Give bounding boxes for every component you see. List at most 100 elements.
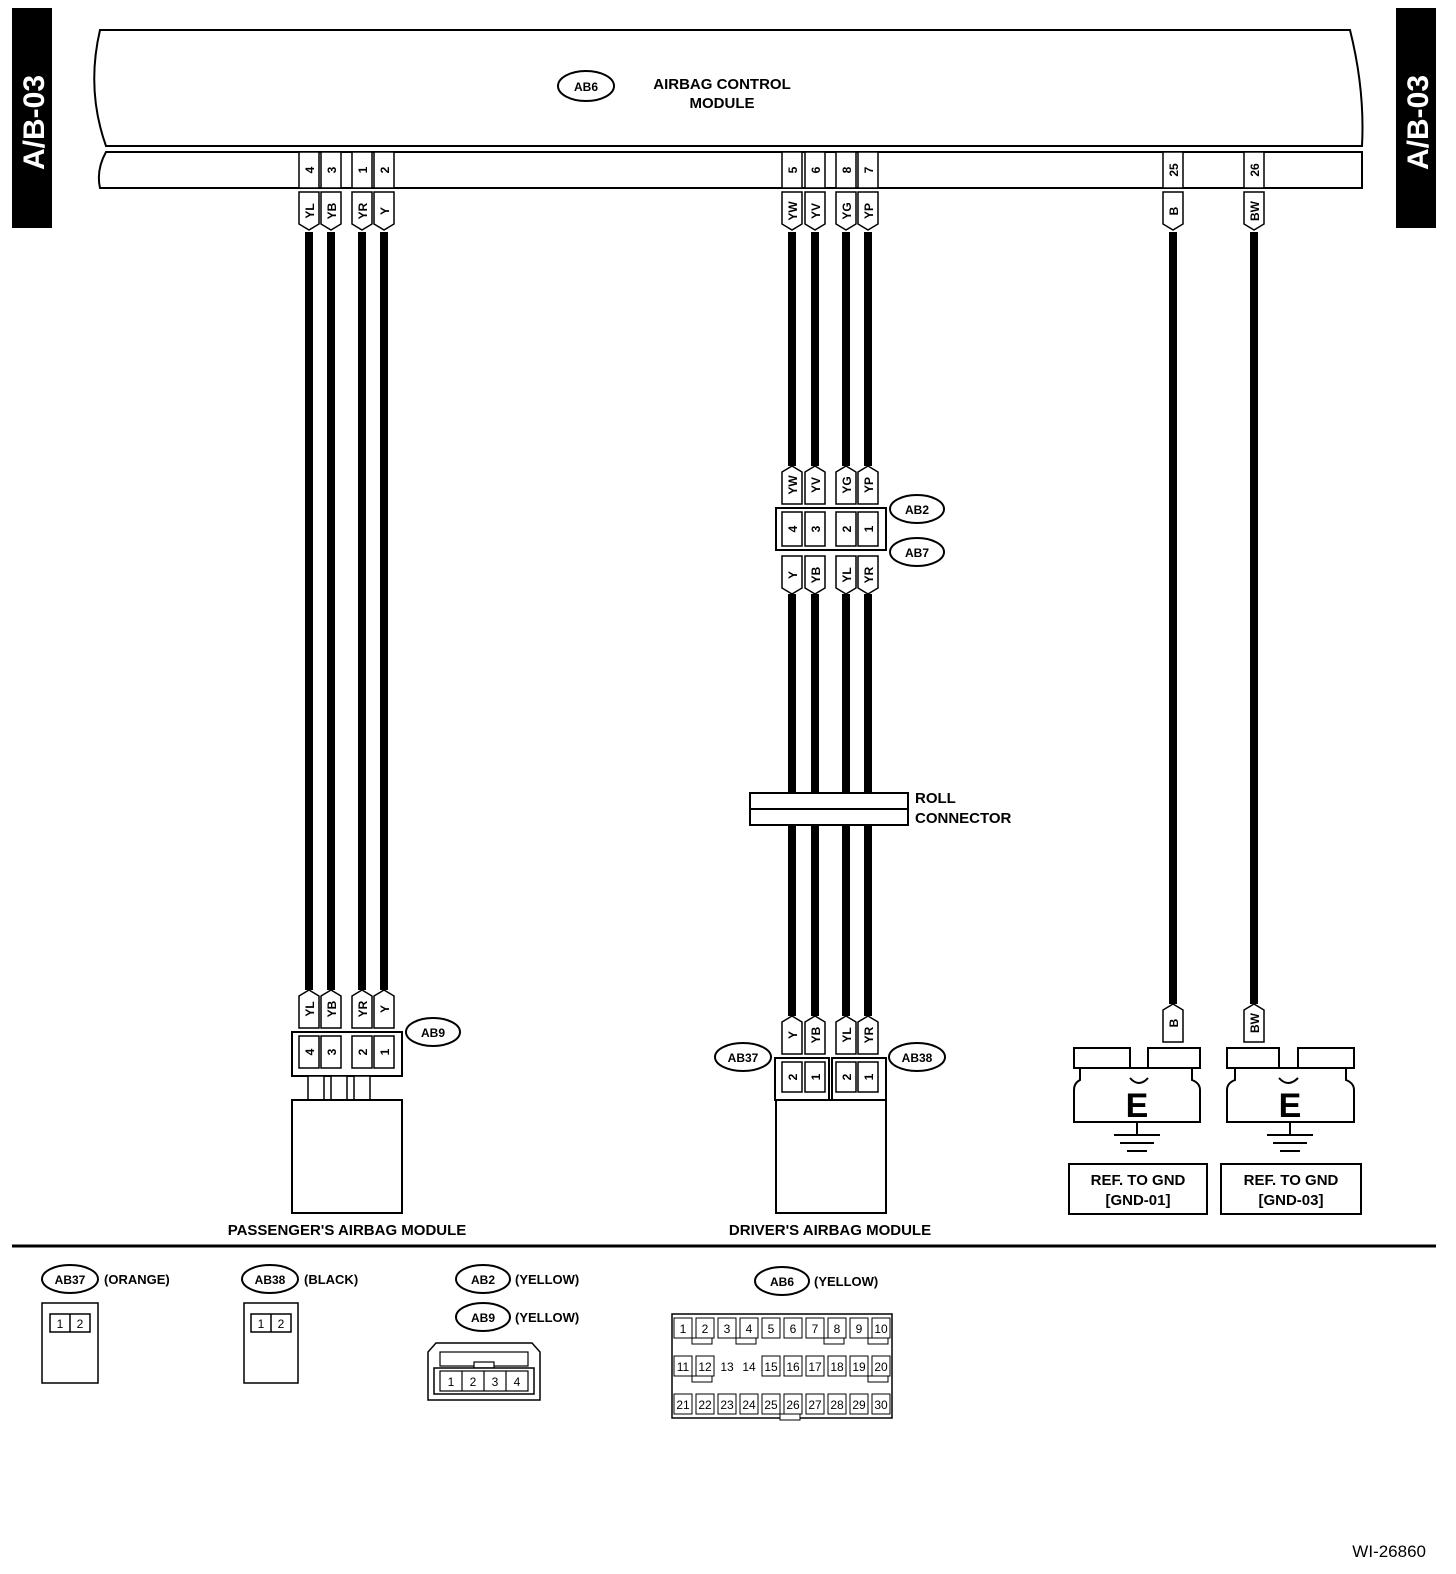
wire-color-label: Y — [786, 1031, 800, 1039]
control-module-pin-label: 5 — [786, 166, 800, 173]
legend-ab6-pin: 11 — [677, 1360, 690, 1374]
wire-color-label: YB — [325, 202, 339, 219]
wire-color-label: YR — [356, 202, 370, 219]
legend-ab37-color: (ORANGE) — [104, 1272, 170, 1287]
ground-gnd01-ref: REF. TO GND — [1091, 1172, 1186, 1189]
wire-color-label: YP — [862, 477, 876, 493]
connector-pin-number: 3 — [325, 1048, 339, 1055]
wire-color-label: YB — [325, 1000, 339, 1017]
legend-ab6-pin: 17 — [808, 1360, 822, 1374]
legend-ab6-pin: 5 — [768, 1322, 775, 1336]
connector-pin-number: 2 — [356, 1048, 370, 1055]
mid-connector-upper-id: AB2 — [905, 503, 929, 517]
wire-color-label: B — [1167, 206, 1181, 215]
wire-color-tag: YV — [804, 465, 826, 505]
wire-color-tag: YL — [298, 191, 320, 231]
wire-harness — [305, 232, 1258, 1016]
wire-color-label: YP — [862, 203, 876, 219]
legend-ab6-pin: 28 — [830, 1398, 844, 1412]
legend-ab37-id: AB37 — [55, 1273, 86, 1287]
connector-pin-number: 4 — [303, 1048, 317, 1055]
legend-ab2-color: (YELLOW) — [515, 1272, 579, 1287]
side-tab-right-label: A/B-03 — [1402, 75, 1435, 170]
legend-ab6-id: AB6 — [770, 1275, 794, 1289]
legend-ab9-pin1: 1 — [448, 1375, 455, 1389]
wire-color-tag: Y — [373, 989, 395, 1029]
connector-pin-number: 1 — [809, 1073, 823, 1080]
legend-ab6-pin: 23 — [720, 1398, 734, 1412]
legend-ab37-pin1: 1 — [57, 1317, 64, 1331]
connector-pin-number: 2 — [786, 1073, 800, 1080]
roll-connector: ROLL CONNECTOR — [749, 790, 1012, 827]
legend-ab6-color: (YELLOW) — [814, 1274, 878, 1289]
ground-gnd03-id: [GND-03] — [1258, 1192, 1323, 1209]
wire-color-label: Y — [378, 1005, 392, 1013]
wire-color-label: YV — [809, 477, 823, 493]
wire-color-tag: YB — [320, 989, 342, 1029]
wire-color-label: YL — [840, 1027, 854, 1042]
wire-color-tag: YG — [835, 191, 857, 231]
ground-terminal-gnd01: E REF. TO GND [GND-01] — [1068, 1047, 1208, 1215]
legend-ab6-pin: 15 — [764, 1360, 778, 1374]
wire-color-tag: BW — [1243, 1003, 1265, 1043]
control-module-pin-label: 7 — [862, 166, 876, 173]
wire-color-label: BW — [1248, 200, 1262, 221]
control-module-pin-label: 6 — [809, 166, 823, 173]
wire-color-label: YL — [840, 567, 854, 582]
legend-ab9-pin4: 4 — [514, 1375, 521, 1389]
wire-color-tag: Y — [781, 1015, 803, 1055]
legend-ab6-pin: 27 — [808, 1398, 822, 1412]
wire-color-tag: YP — [857, 465, 879, 505]
legend-ab6-pin: 30 — [874, 1398, 888, 1412]
wire-color-tag: YB — [804, 555, 826, 595]
legend-ab6-pin: 18 — [830, 1360, 844, 1374]
connector-pin-number: 2 — [840, 525, 854, 532]
wire-color-tag: B — [1162, 191, 1184, 231]
wire-color-tag: YP — [857, 191, 879, 231]
legend-ab9-color: (YELLOW) — [515, 1310, 579, 1325]
connector-pin-number: 1 — [862, 1073, 876, 1080]
legend-ab38-pin2: 2 — [278, 1317, 285, 1331]
wire-color-label: Y — [378, 207, 392, 215]
legend-ab2-ab9: AB2 (YELLOW) AB9 (YELLOW) 1 2 3 4 — [427, 1264, 579, 1401]
wire-color-tag: YG — [835, 465, 857, 505]
wire-color-tag: YB — [804, 1015, 826, 1055]
ground-gnd01-letter: E — [1126, 1087, 1149, 1125]
legend-ab6-pin: 29 — [852, 1398, 866, 1412]
legend-ab9-id: AB9 — [471, 1311, 495, 1325]
side-tab-right: A/B-03 — [1396, 8, 1436, 228]
wire-color-label: YW — [786, 475, 800, 495]
wire-color-label: YB — [809, 1026, 823, 1043]
connector-pin-number: 1 — [862, 525, 876, 532]
control-module-pin-label: 3 — [325, 166, 339, 173]
legend-ab38-id: AB38 — [255, 1273, 286, 1287]
wire-color-label: Y — [786, 571, 800, 579]
wire-color-tag: YR — [351, 191, 373, 231]
legend-ab6-pin: 14 — [742, 1360, 756, 1374]
ground-gnd01-id: [GND-01] — [1105, 1192, 1170, 1209]
legend-ab6-pin: 12 — [698, 1360, 712, 1374]
legend-ab6-pin: 22 — [698, 1398, 712, 1412]
side-tab-left: A/B-03 — [12, 8, 52, 228]
wire-color-label: YG — [840, 476, 854, 493]
ground-gnd03-letter: E — [1279, 1087, 1302, 1125]
legend-ab6-pin: 26 — [786, 1398, 800, 1412]
legend-ab6-pin: 19 — [852, 1360, 866, 1374]
passenger-module-label: PASSENGER'S AIRBAG MODULE — [228, 1222, 467, 1239]
legend-ab6-pin: 25 — [764, 1398, 778, 1412]
ground-terminal-gnd03: E REF. TO GND [GND-03] — [1220, 1047, 1362, 1215]
wire-color-label: B — [1167, 1018, 1181, 1027]
legend-ab6-pin: 1 — [680, 1322, 687, 1336]
legend-ab2-id: AB2 — [471, 1273, 495, 1287]
wire-color-tag: YW — [781, 465, 803, 505]
control-module-pin-label: 1 — [356, 166, 370, 173]
legend-ab6-pin: 10 — [874, 1322, 888, 1336]
wire-color-tag: YR — [857, 555, 879, 595]
wire-color-label: YR — [862, 566, 876, 583]
